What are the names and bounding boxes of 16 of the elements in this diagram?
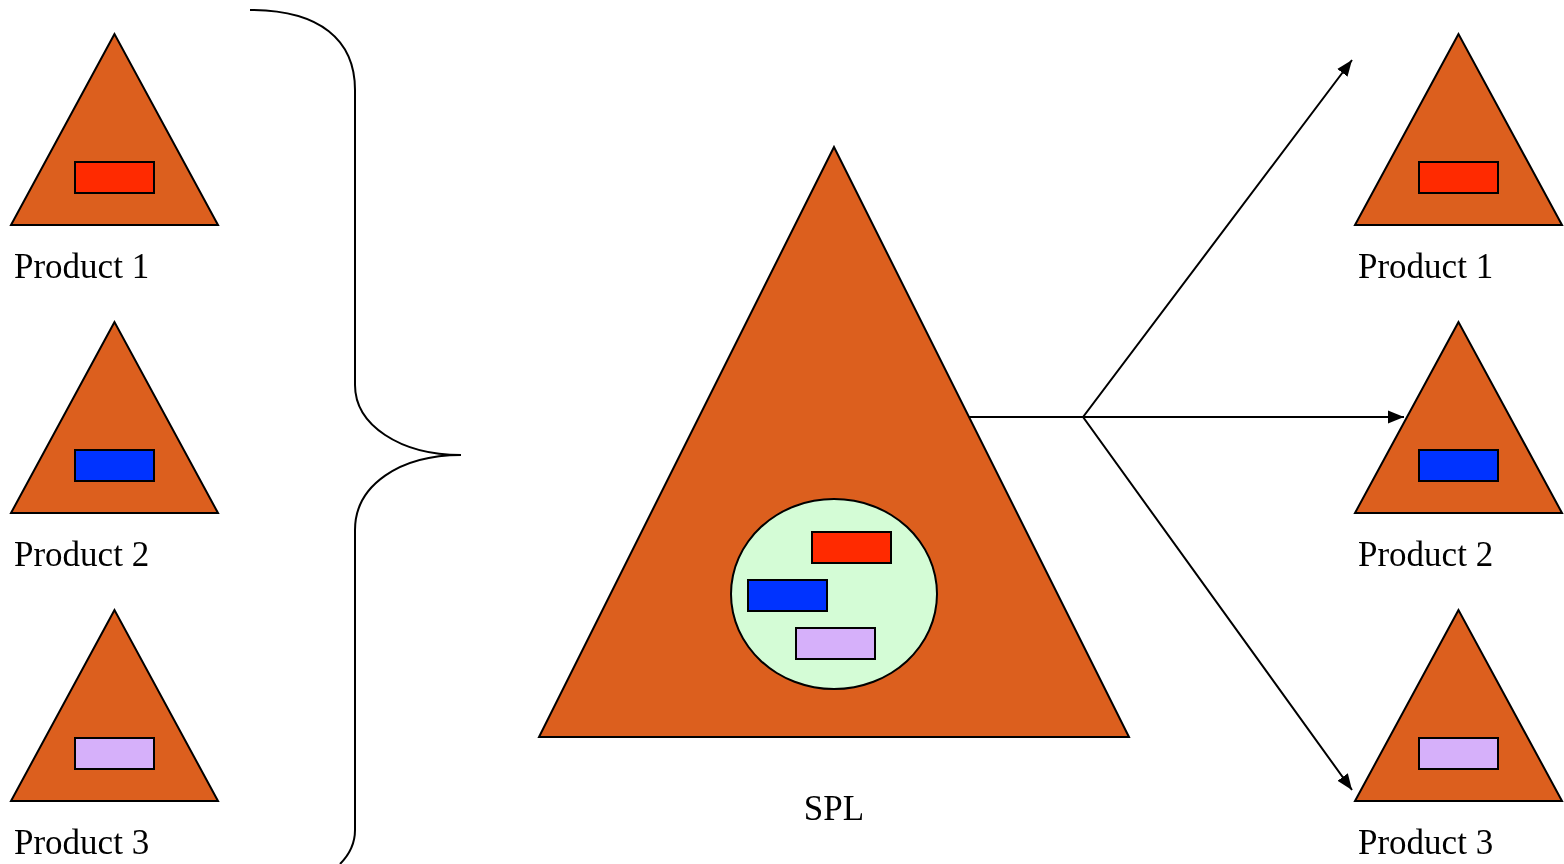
product-label: Product 2 bbox=[14, 536, 150, 574]
product-label: Product 1 bbox=[1358, 248, 1494, 286]
feature-box bbox=[1418, 737, 1499, 770]
product-label: Product 3 bbox=[1358, 824, 1494, 862]
product-label: Product 3 bbox=[14, 824, 150, 862]
feature-box bbox=[74, 737, 155, 770]
feature-box bbox=[1418, 161, 1499, 194]
feature-box bbox=[795, 627, 876, 660]
feature-box bbox=[74, 449, 155, 482]
feature-box bbox=[74, 161, 155, 194]
product-label: SPL bbox=[802, 790, 866, 828]
feature-box bbox=[1418, 449, 1499, 482]
feature-box bbox=[811, 531, 892, 564]
product-label: Product 1 bbox=[14, 248, 150, 286]
product-label: Product 2 bbox=[1358, 536, 1494, 574]
feature-box bbox=[747, 579, 828, 612]
